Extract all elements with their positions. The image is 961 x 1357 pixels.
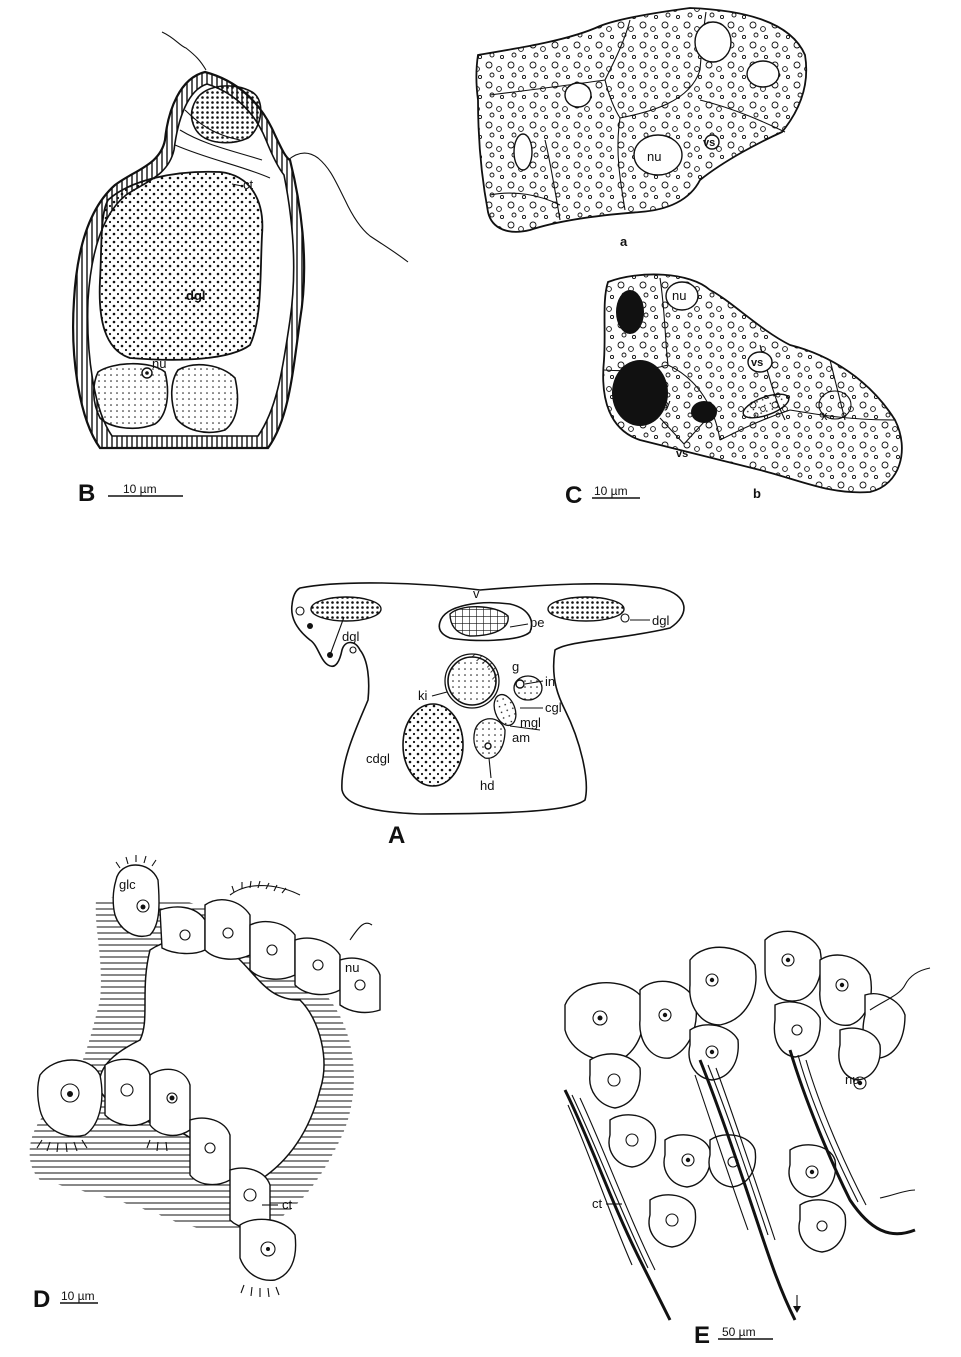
panel-c-b-label-vs-top: vs	[751, 357, 763, 369]
panel-c-scale-text: 10 µm	[594, 484, 628, 498]
panel-e-label-nu: nu	[845, 1072, 859, 1087]
panel-c-a-label-nu: nu	[647, 149, 661, 164]
panel-b-thread-right	[288, 153, 408, 262]
panel-c-sub-b: b	[753, 486, 761, 501]
panel-a-label-dgl-left: dgl	[342, 629, 359, 644]
panel-c-sub-a: a	[620, 234, 628, 249]
panel-a-dgl-right	[548, 597, 624, 621]
panel-c-b-label-x: x	[821, 408, 828, 423]
panel-e-letter: E	[694, 1322, 710, 1349]
panel-a-label-in: in	[545, 674, 555, 689]
panel-c-b: nu vs y x vs b C 10 µm	[565, 274, 902, 509]
panel-c-a: nu vs a	[477, 8, 807, 249]
panel-b-upper-gland	[192, 86, 261, 143]
panel-b-gland-dgl	[100, 172, 263, 360]
panel-a-label-pe: pe	[530, 615, 544, 630]
panel-d-label-ct: ct	[282, 1197, 293, 1212]
panel-b-letter: B	[78, 480, 95, 507]
panel-a-label-am: am	[512, 730, 530, 745]
panel-a-letter: A	[388, 822, 405, 849]
panel-a-v	[450, 607, 508, 636]
panel-a-cdgl	[403, 704, 463, 786]
panel-a-label-mgl: mgl	[520, 715, 541, 730]
panel-a-label-g: g	[512, 659, 519, 674]
panel-e-label-ct: ct	[592, 1196, 603, 1211]
panel-b-label-ct: ct	[243, 177, 254, 192]
panel-b-label-dgl: dgl	[186, 288, 206, 303]
panel-a: v pe dgl dgl ki g in cgl mgl am cdgl hd …	[292, 583, 684, 849]
panel-a-label-v: v	[473, 586, 480, 601]
panel-c-b-label-vs-bottom: vs	[676, 448, 688, 460]
panel-b: ct dgl nu B 10 µm	[73, 32, 408, 507]
panel-c-b-label-y: y	[664, 396, 671, 411]
panel-e-scale-text: 50 µm	[722, 1325, 756, 1339]
panel-c-b-label-nu: nu	[672, 288, 686, 303]
panel-d-letter: D	[33, 1286, 50, 1313]
panel-a-dgl-left	[311, 597, 381, 621]
panel-b-scale-text: 10 µm	[123, 482, 157, 496]
panel-a-am	[474, 719, 505, 759]
panel-c-a-label-vs: vs	[703, 137, 715, 149]
panel-e-fiber-middle	[700, 1060, 795, 1320]
panel-d: glc nu ct D 10 µm	[30, 855, 380, 1313]
panel-d-label-nu: nu	[345, 960, 359, 975]
panel-c-letter: C	[565, 482, 582, 509]
panel-a-label-cgl: cgl	[545, 700, 562, 715]
panel-a-label-ki: ki	[418, 688, 428, 703]
panel-b-thread-top	[162, 32, 206, 70]
panel-d-scale-text: 10 µm	[61, 1289, 95, 1303]
panel-c-b-dark-granule-2	[612, 360, 668, 426]
panel-b-lower-cell-right	[172, 365, 238, 433]
panel-c-b-dark-granule-3	[691, 401, 717, 423]
panel-c-b-dark-granule-1	[616, 290, 644, 334]
panel-a-label-dgl-right: dgl	[652, 613, 669, 628]
panel-a-label-cdgl: cdgl	[366, 751, 390, 766]
panel-b-label-nu: nu	[152, 356, 166, 371]
panel-b-lower-cell-left	[94, 364, 168, 429]
panel-d-label-glc: glc	[119, 877, 136, 892]
panel-e: ct nu E 50 µm	[565, 931, 930, 1349]
panel-a-label-hd: hd	[480, 778, 494, 793]
